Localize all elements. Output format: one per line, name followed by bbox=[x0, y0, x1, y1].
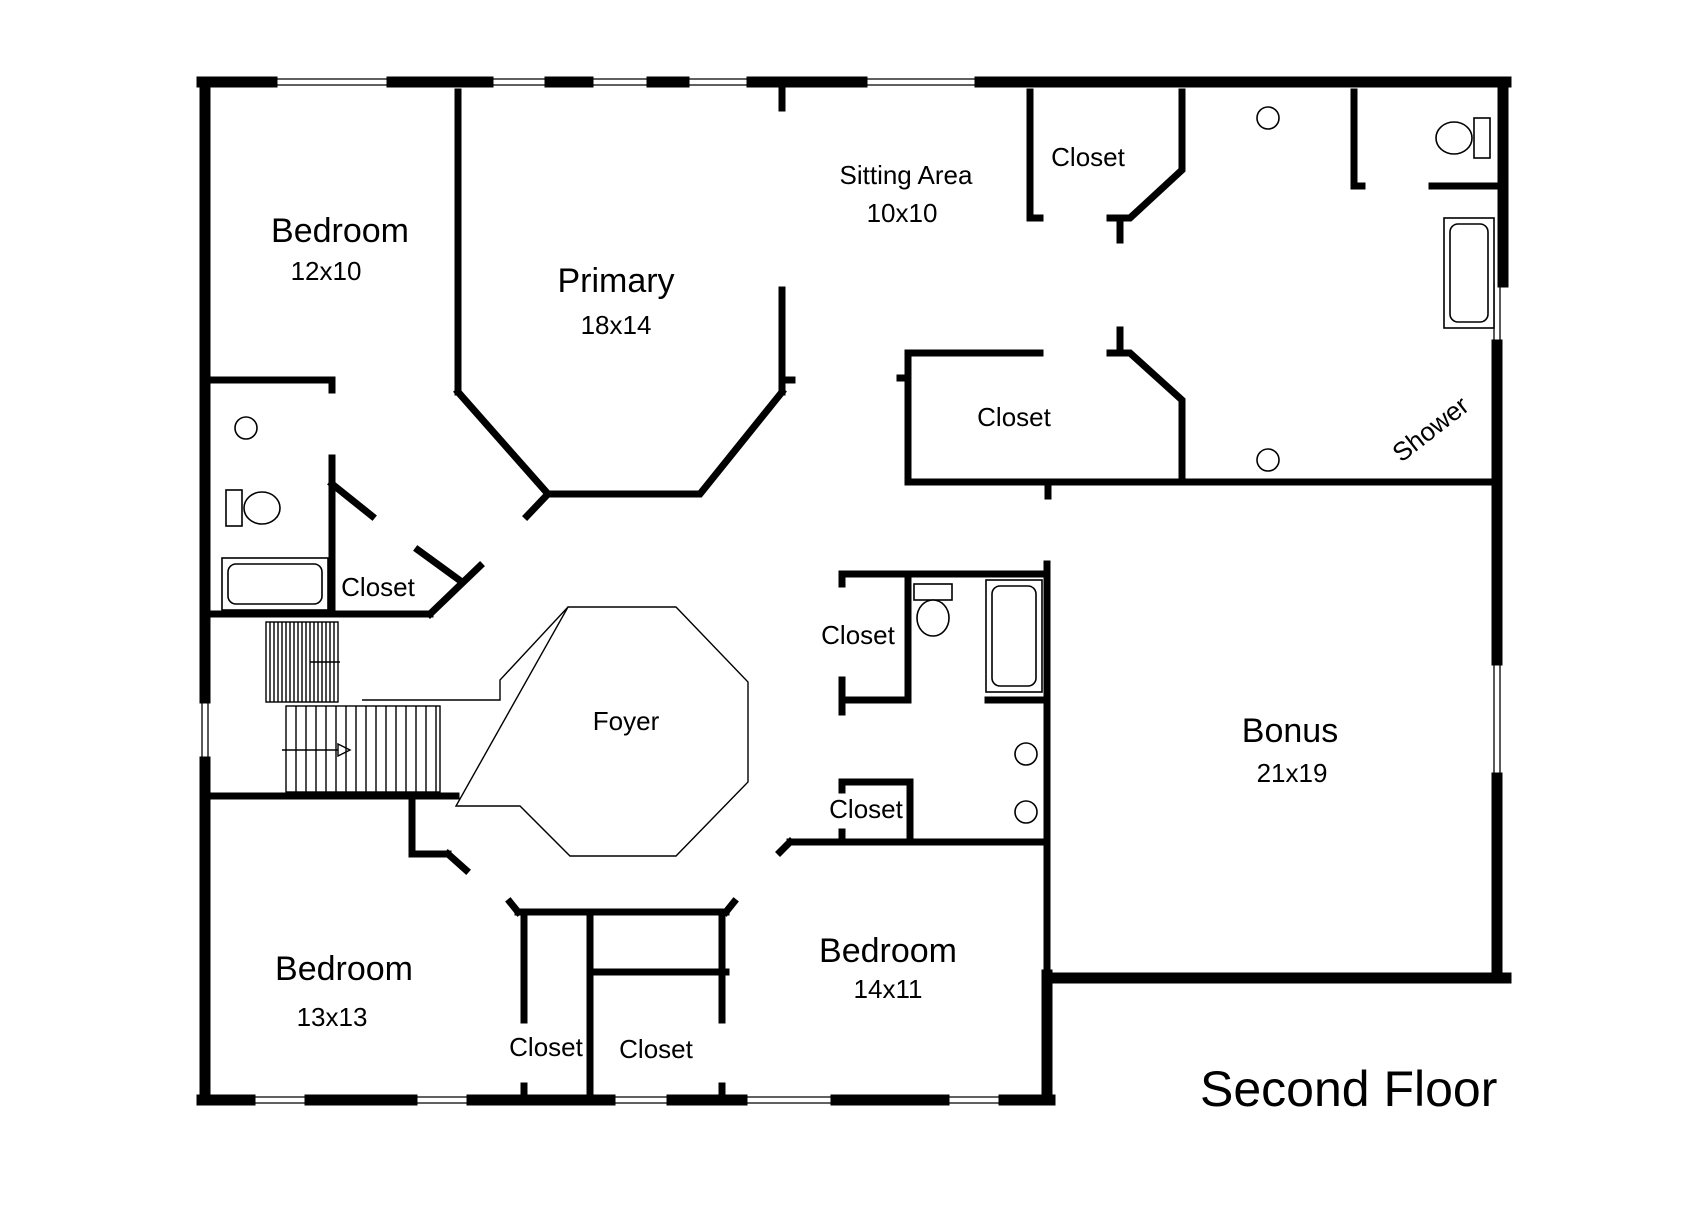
toilet-icon bbox=[225, 489, 281, 527]
foyer-railing bbox=[362, 606, 569, 701]
sink-icon bbox=[1014, 800, 1038, 824]
staircase bbox=[265, 621, 441, 793]
foyer-outline bbox=[454, 606, 749, 857]
bathtub-icon bbox=[221, 557, 329, 611]
room-name-shower: Shower bbox=[1386, 390, 1474, 468]
plumbing-fixtures bbox=[221, 106, 1495, 824]
room-name-closet-center-lower: Closet bbox=[829, 794, 903, 824]
interior-walls bbox=[206, 84, 1501, 1100]
floor-title: Second Floor bbox=[1200, 1061, 1497, 1117]
room-name-closet-south-2: Closet bbox=[619, 1034, 693, 1064]
room-name-closet-primary: Closet bbox=[977, 402, 1051, 432]
room-size-sitting-area: 10x10 bbox=[867, 198, 938, 228]
room-name-closet-center: Closet bbox=[821, 620, 895, 650]
room-size-bedroom-s: 14x11 bbox=[854, 974, 923, 1004]
room-name-closet-west: Closet bbox=[341, 572, 415, 602]
room-name-closet-south-1: Closet bbox=[509, 1032, 583, 1062]
windows bbox=[201, 78, 1501, 1104]
room-name-sitting-area: Sitting Area bbox=[840, 160, 974, 190]
bathtub-icon bbox=[985, 579, 1043, 693]
room-name-bedroom-sw: Bedroom bbox=[275, 950, 413, 988]
room-size-bedroom-sw: 13x13 bbox=[297, 1002, 368, 1032]
sink-icon bbox=[1256, 448, 1280, 472]
room-size-bedroom-nw: 12x10 bbox=[291, 256, 362, 286]
sink-icon bbox=[234, 416, 258, 440]
room-size-bonus: 21x19 bbox=[1257, 758, 1328, 788]
bathtub-icon bbox=[1443, 217, 1495, 329]
room-name-bonus: Bonus bbox=[1242, 712, 1338, 750]
toilet-icon bbox=[913, 583, 953, 637]
exterior-walls bbox=[196, 76, 1512, 1106]
room-name-bedroom-s: Bedroom bbox=[819, 932, 957, 970]
sink-icon bbox=[1256, 106, 1280, 130]
room-name-closet-ne: Closet bbox=[1051, 142, 1125, 172]
room-name-primary: Primary bbox=[557, 262, 674, 300]
sink-icon bbox=[1014, 742, 1038, 766]
room-name-bedroom-nw: Bedroom bbox=[271, 212, 409, 250]
room-size-primary: 18x14 bbox=[581, 310, 652, 340]
room-name-foyer: Foyer bbox=[593, 706, 660, 736]
toilet-icon bbox=[1435, 117, 1491, 159]
